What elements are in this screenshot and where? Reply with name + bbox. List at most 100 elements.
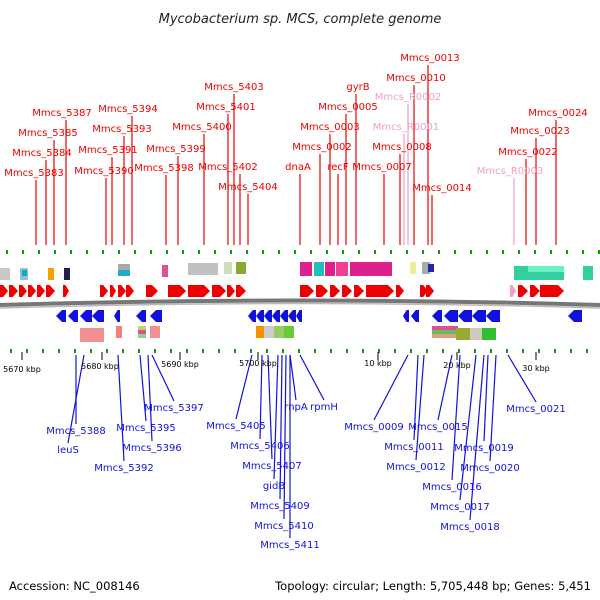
- gene-label[interactable]: Mmcs_R0001: [373, 122, 439, 133]
- reverse-gene[interactable]: [444, 310, 458, 322]
- forward-gene[interactable]: [63, 285, 69, 297]
- gene-label[interactable]: Mmcs_5410: [254, 521, 314, 532]
- gene-label[interactable]: Mmcs_5388: [46, 426, 106, 437]
- forward-gene[interactable]: [530, 285, 540, 297]
- reverse-gene[interactable]: [150, 310, 162, 322]
- gene-label[interactable]: Mmcs_R0003: [477, 166, 543, 177]
- forward-gene[interactable]: [396, 285, 404, 297]
- gene-label[interactable]: recF: [327, 162, 349, 173]
- gene-label[interactable]: Mmcs_0021: [506, 404, 566, 415]
- forward-gene[interactable]: [9, 285, 18, 297]
- gene-label[interactable]: Mmcs_5402: [198, 162, 258, 173]
- forward-gene[interactable]: [188, 285, 210, 297]
- forward-gene[interactable]: [518, 285, 528, 297]
- gene-label[interactable]: Mmcs_5397: [144, 403, 204, 414]
- reverse-gene[interactable]: [272, 310, 280, 322]
- forward-gene[interactable]: [168, 285, 186, 297]
- gene-label[interactable]: Mmcs_0022: [498, 147, 558, 158]
- gene-label[interactable]: Mmcs_0018: [440, 522, 500, 533]
- gene-label[interactable]: Mmcs_0014: [412, 183, 472, 194]
- forward-gene[interactable]: [510, 285, 516, 297]
- gene-label[interactable]: Mmcs_5400: [172, 122, 232, 133]
- forward-gene[interactable]: [37, 285, 45, 297]
- reverse-gene[interactable]: [68, 310, 78, 322]
- gene-label[interactable]: Mmcs_0020: [460, 463, 520, 474]
- gene-label[interactable]: Mmcs_0013: [400, 53, 460, 64]
- reverse-gene[interactable]: [136, 310, 146, 322]
- forward-gene[interactable]: [227, 285, 235, 297]
- gene-label[interactable]: Mmcs_0017: [430, 502, 490, 513]
- reverse-gene[interactable]: [256, 310, 264, 322]
- reverse-gene[interactable]: [280, 310, 288, 322]
- reverse-gene[interactable]: [80, 310, 92, 322]
- forward-gene[interactable]: [0, 285, 8, 297]
- gene-label[interactable]: Mmcs_0023: [510, 126, 570, 137]
- gene-label[interactable]: Mmcs_5411: [260, 540, 320, 551]
- forward-gene[interactable]: [100, 285, 108, 297]
- gene-label[interactable]: Mmcs_5404: [218, 182, 278, 193]
- gene-label[interactable]: Mmcs_5394: [98, 104, 158, 115]
- gene-label[interactable]: Mmcs_0005: [318, 102, 378, 113]
- gene-label[interactable]: Mmcs_0008: [372, 142, 432, 153]
- gene-label[interactable]: Mmcs_5392: [94, 463, 154, 474]
- gene-label[interactable]: Mmcs_R0002: [375, 92, 441, 103]
- gene-label[interactable]: Mmcs_5395: [116, 423, 176, 434]
- gene-label[interactable]: Mmcs_0003: [300, 122, 360, 133]
- gene-label[interactable]: Mmcs_5396: [122, 443, 182, 454]
- reverse-gene[interactable]: [403, 310, 409, 322]
- gene-label[interactable]: Mmcs_5385: [18, 128, 78, 139]
- gene-label[interactable]: Mmcs_5405: [206, 421, 266, 432]
- forward-gene[interactable]: [354, 285, 364, 297]
- reverse-gene[interactable]: [296, 310, 302, 322]
- gene-label[interactable]: Mmcs_5407: [242, 461, 302, 472]
- gene-label[interactable]: Mmcs_5387: [32, 108, 92, 119]
- forward-gene[interactable]: [540, 285, 564, 297]
- gene-label[interactable]: Mmcs_5384: [12, 148, 72, 159]
- gene-label[interactable]: rpmH: [310, 402, 338, 413]
- forward-gene[interactable]: [300, 285, 314, 297]
- gene-label[interactable]: Mmcs_0010: [386, 73, 446, 84]
- gene-label[interactable]: leuS: [57, 445, 79, 456]
- gene-label[interactable]: Mmcs_5409: [250, 501, 310, 512]
- gene-label[interactable]: dnaA: [285, 162, 311, 173]
- reverse-gene[interactable]: [264, 310, 272, 322]
- forward-gene[interactable]: [126, 285, 134, 297]
- reverse-gene[interactable]: [288, 310, 296, 322]
- forward-gene[interactable]: [212, 285, 226, 297]
- gene-label[interactable]: Mmcs_0007: [352, 162, 412, 173]
- gene-label[interactable]: Mmcs_0002: [292, 142, 352, 153]
- gene-label[interactable]: Mmcs_5390: [74, 166, 134, 177]
- reverse-gene[interactable]: [248, 310, 256, 322]
- gene-label[interactable]: Mmcs_0009: [344, 422, 404, 433]
- gene-label[interactable]: Mmcs_0016: [422, 482, 482, 493]
- forward-gene[interactable]: [426, 285, 434, 297]
- gene-label[interactable]: gidB: [263, 481, 285, 492]
- gene-label[interactable]: Mmcs_5383: [4, 168, 64, 179]
- reverse-gene[interactable]: [56, 310, 66, 322]
- gene-label[interactable]: Mmcs_5403: [204, 82, 264, 93]
- forward-gene[interactable]: [46, 285, 55, 297]
- forward-gene[interactable]: [342, 285, 352, 297]
- gene-label[interactable]: Mmcs_0024: [528, 108, 588, 119]
- gene-label[interactable]: Mmcs_0019: [454, 443, 514, 454]
- gene-label[interactable]: Mmcs_5393: [92, 124, 152, 135]
- reverse-gene[interactable]: [458, 310, 472, 322]
- forward-gene[interactable]: [316, 285, 328, 297]
- reverse-gene[interactable]: [486, 310, 500, 322]
- reverse-gene[interactable]: [92, 310, 104, 322]
- forward-gene[interactable]: [236, 285, 246, 297]
- forward-gene[interactable]: [19, 285, 27, 297]
- reverse-gene[interactable]: [114, 310, 120, 322]
- forward-gene[interactable]: [110, 285, 116, 297]
- forward-gene[interactable]: [366, 285, 394, 297]
- forward-gene[interactable]: [420, 285, 428, 297]
- gene-label[interactable]: Mmcs_5406: [230, 441, 290, 452]
- reverse-gene[interactable]: [568, 310, 582, 322]
- gene-label[interactable]: gyrB: [346, 82, 369, 93]
- reverse-gene[interactable]: [432, 310, 442, 322]
- reverse-gene[interactable]: [411, 310, 419, 322]
- forward-gene[interactable]: [28, 285, 36, 297]
- gene-label[interactable]: Mmcs_0015: [408, 422, 468, 433]
- gene-label[interactable]: Mmcs_0011: [384, 442, 444, 453]
- gene-label[interactable]: Mmcs_5391: [78, 145, 138, 156]
